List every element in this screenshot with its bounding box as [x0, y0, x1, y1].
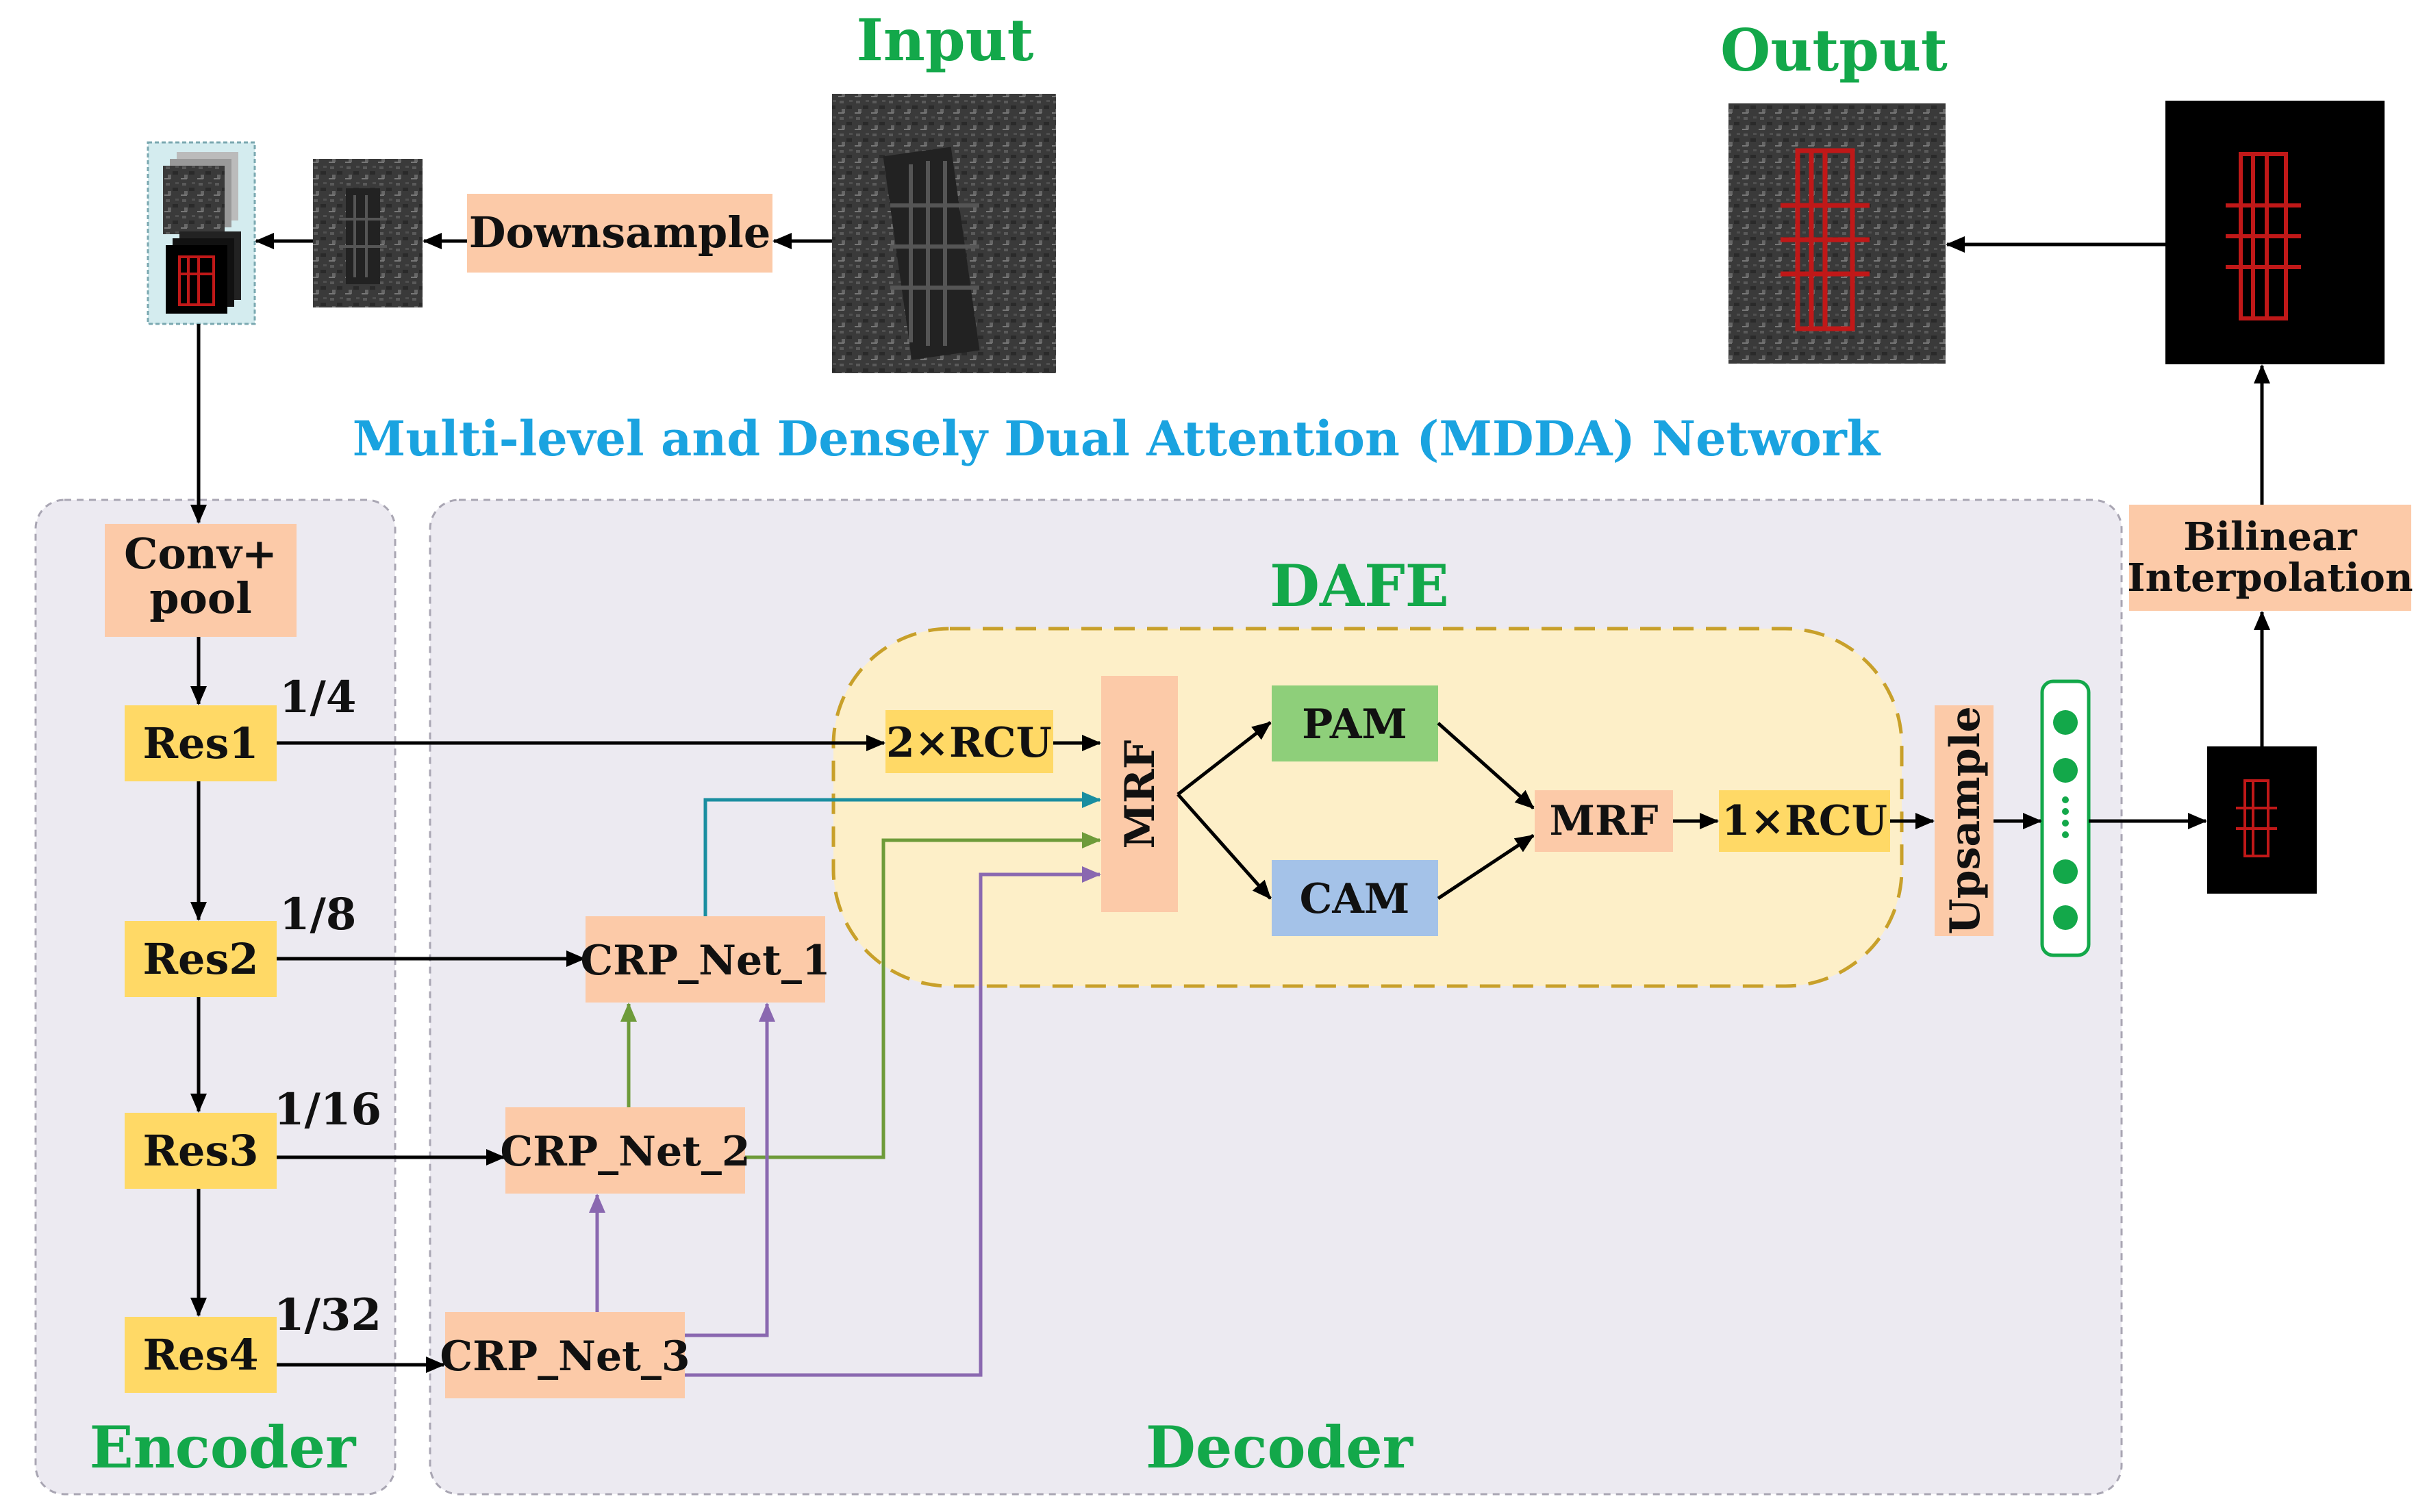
- mrf2-label: MRF: [1550, 797, 1659, 845]
- bilinear-block: [2129, 505, 2411, 611]
- mrf1-label: MRF: [1116, 740, 1164, 849]
- arrow-mrf1-pam: [1177, 721, 1272, 796]
- scale-1-32: 1/32: [274, 1289, 381, 1341]
- res3-block: [125, 1113, 277, 1189]
- decoder-output-image: [2207, 746, 2317, 894]
- upsample-block: [1935, 705, 1994, 936]
- res1-label: Res1: [142, 718, 258, 768]
- feature-ellipsis: [2062, 796, 2069, 838]
- decoder-label: Decoder: [1146, 1413, 1414, 1481]
- bilinear-label-line2: Interpolation: [2127, 555, 2413, 601]
- output-image: [1728, 103, 1946, 364]
- res2-block: [125, 921, 277, 997]
- prediction-mask-image: [2165, 101, 2385, 364]
- mrf2-block: [1535, 790, 1673, 852]
- scale-1-4: 1/4: [279, 672, 356, 723]
- input-label: Input: [857, 6, 1034, 74]
- rcu1-block: [1719, 790, 1890, 852]
- pam-label: PAM: [1302, 701, 1407, 748]
- feature-dot: [2053, 758, 2078, 783]
- bilinear-label-line1: Bilinear: [2183, 514, 2358, 559]
- rcu1-label: 1×RCU: [1722, 797, 1887, 845]
- rcu2-label: 2×RCU: [886, 719, 1052, 767]
- downsampled-image: [313, 159, 423, 307]
- conv-pool-block: [105, 524, 297, 637]
- crp-net-2-label: CRP_Net_2: [500, 1128, 750, 1176]
- arrow-pam-mrf2: [1437, 722, 1535, 809]
- feature-dot: [2053, 859, 2078, 884]
- crp-net-1-label: CRP_Net_1: [580, 937, 830, 985]
- patch-stack-image: [147, 141, 256, 325]
- upsample-label: Upsample: [1941, 706, 1989, 934]
- res4-label: Res4: [142, 1330, 258, 1380]
- arrow-crp3-mrf1: [685, 866, 1101, 1377]
- res1-block: [125, 705, 277, 781]
- arrow-crp2-mrf1: [745, 832, 1101, 1159]
- feature-dot: [2053, 710, 2078, 735]
- conv-pool-label-line2: pool: [149, 573, 252, 623]
- cam-label: CAM: [1300, 875, 1410, 923]
- dafe-label: DAFE: [1270, 552, 1449, 620]
- res4-block: [125, 1317, 277, 1393]
- dafe-region: [831, 627, 1904, 988]
- res3-label: Res3: [142, 1126, 258, 1176]
- cam-block: [1272, 860, 1438, 936]
- feature-vector: [2040, 679, 2091, 957]
- feature-dot: [2053, 905, 2078, 930]
- rcu2-block: [885, 710, 1053, 773]
- pam-block: [1272, 685, 1438, 761]
- res2-label: Res2: [142, 934, 258, 984]
- output-label: Output: [1720, 16, 1948, 84]
- scale-1-8: 1/8: [279, 889, 356, 940]
- downsample-block: [467, 194, 772, 273]
- network-title: Multi-level and Densely Dual Attention (…: [353, 410, 1881, 467]
- conv-pool-label-line1: Conv+: [124, 529, 277, 579]
- input-image: [832, 94, 1056, 373]
- crp-net-2-block: [505, 1107, 745, 1194]
- arrow-crp1-mrf1: [703, 792, 1101, 916]
- crp-net-3-block: [445, 1312, 685, 1398]
- arrow-crp3-crp1: [685, 1003, 775, 1337]
- arrow-mrf1-cam: [1177, 793, 1272, 900]
- mrf1-block: [1101, 676, 1178, 912]
- scale-1-16: 1/16: [274, 1084, 381, 1135]
- crp-net-3-label: CRP_Net_3: [440, 1333, 690, 1381]
- crp-net-1-block: [586, 916, 825, 1003]
- downsample-label: Downsample: [469, 207, 771, 257]
- encoder-label: Encoder: [90, 1413, 357, 1481]
- arrow-cam-mrf2: [1437, 833, 1535, 900]
